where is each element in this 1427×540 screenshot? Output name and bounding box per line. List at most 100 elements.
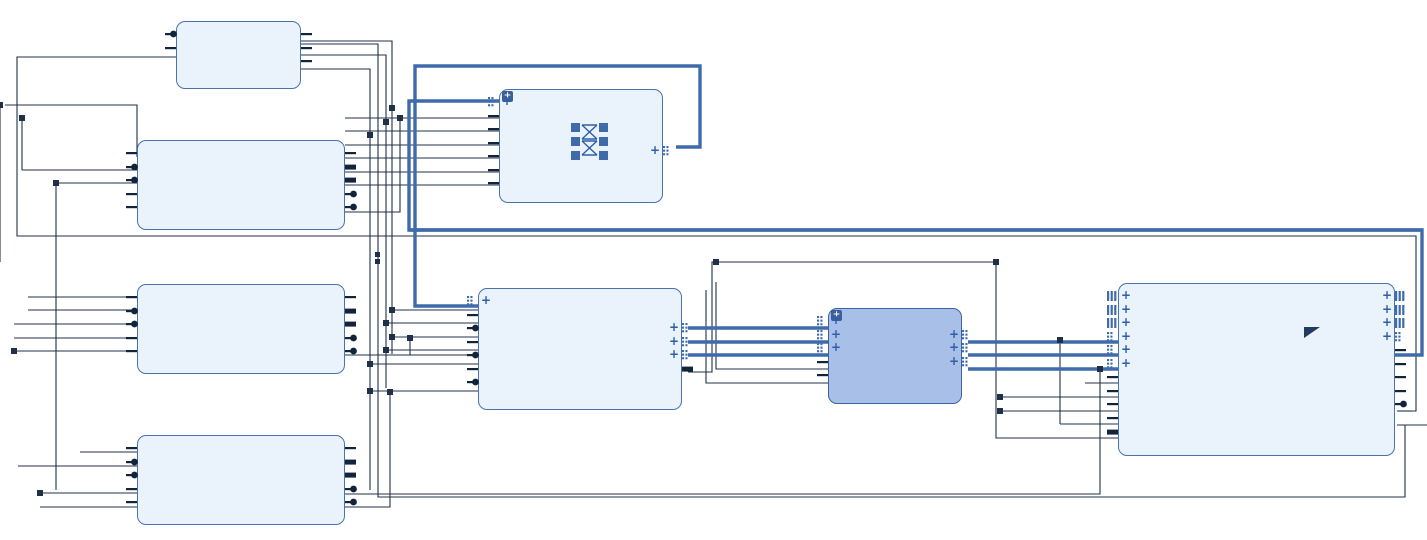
port-marker-dpu_eu_0-in-6[interactable] <box>467 377 479 387</box>
port-marker-proc_sys_reset_0-in-2[interactable] <box>126 175 138 185</box>
port-marker-proc_sys_reset_1-out-0[interactable] <box>345 292 357 302</box>
port-marker-clk_wiz_0-out-2[interactable] <box>301 56 313 66</box>
port-marker-proc_sys_reset_2-out-2[interactable] <box>345 470 357 480</box>
port-marker-processing_system7_0-in-10[interactable] <box>1107 427 1119 437</box>
port-plus-icon[interactable]: + <box>481 293 492 307</box>
port-plus-icon[interactable]: + <box>1382 328 1393 343</box>
port-marker-dpu_eu_0-in-2[interactable] <box>467 323 479 333</box>
port-marker-dpu_eu_0-out-1[interactable] <box>682 336 694 347</box>
port-marker-processing_system7_0-in-1[interactable] <box>1107 304 1119 315</box>
port-plus-icon[interactable]: + <box>669 347 680 362</box>
block-body-processing_system7_0[interactable] <box>1118 283 1395 456</box>
port-plus-icon[interactable]: + <box>831 340 842 355</box>
port-plus-icon[interactable]: + <box>1121 288 1132 302</box>
port-plus-icon[interactable]: + <box>1121 328 1132 343</box>
port-marker-proc_sys_reset_2-in-0[interactable] <box>126 443 138 453</box>
port-marker-axi_interconnect_0-in-6[interactable] <box>488 178 500 188</box>
port-marker-dpu_eu_0-out-2[interactable] <box>682 350 694 360</box>
port-marker-processing_system7_0-out-2[interactable] <box>1395 318 1407 329</box>
port-plus-icon[interactable]: + <box>1121 315 1132 330</box>
port-plus-icon[interactable]: + <box>669 333 680 348</box>
port-plus-icon[interactable]: + <box>949 340 960 355</box>
port-marker-proc_sys_reset_0-out-2[interactable] <box>345 175 357 185</box>
port-plus-icon[interactable]: + <box>1382 301 1393 316</box>
port-marker-hier_dpu_out-out-0[interactable] <box>962 329 974 340</box>
port-marker-processing_system7_0-out-8[interactable] <box>1395 399 1407 409</box>
port-marker-hier_dpu_out-in-4[interactable] <box>817 370 829 380</box>
port-marker-proc_sys_reset_1-out-2[interactable] <box>345 319 357 329</box>
port-marker-dpu_eu_0-in-5[interactable] <box>467 364 479 374</box>
port-plus-icon[interactable]: + <box>831 326 842 341</box>
port-marker-proc_sys_reset_2-in-3[interactable] <box>126 484 138 494</box>
port-marker-processing_system7_0-out-5[interactable] <box>1395 359 1407 369</box>
port-marker-proc_sys_reset_0-in-4[interactable] <box>126 202 138 212</box>
port-marker-proc_sys_reset_2-out-1[interactable] <box>345 457 357 467</box>
port-marker-processing_system7_0-in-2[interactable] <box>1107 318 1119 329</box>
port-marker-axi_interconnect_0-in-3[interactable] <box>488 138 500 148</box>
block-body-dpu_eu_0[interactable] <box>478 288 682 410</box>
block-body-proc_sys_reset_2[interactable] <box>137 435 345 525</box>
port-plus-icon[interactable]: + <box>650 142 661 157</box>
port-marker-processing_system7_0-in-3[interactable] <box>1107 331 1119 342</box>
port-marker-processing_system7_0-out-4[interactable] <box>1395 345 1407 355</box>
port-marker-processing_system7_0-in-9[interactable] <box>1107 413 1119 423</box>
port-plus-icon[interactable]: + <box>1382 315 1393 330</box>
port-marker-dpu_eu_0-out-0[interactable] <box>682 323 694 333</box>
port-plus-icon[interactable]: + <box>502 94 513 108</box>
port-marker-proc_sys_reset_2-out-4[interactable] <box>345 497 357 507</box>
port-marker-hier_dpu_out-in-2[interactable] <box>817 343 829 353</box>
port-marker-proc_sys_reset_0-in-0[interactable] <box>126 148 138 158</box>
block-body-proc_sys_reset_1[interactable] <box>137 284 345 374</box>
port-marker-hier_dpu_out-in-0[interactable] <box>817 316 829 326</box>
port-marker-hier_dpu_out-out-1[interactable] <box>962 343 974 353</box>
expand-plus-icon[interactable]: + <box>502 91 513 102</box>
port-marker-processing_system7_0-out-1[interactable] <box>1395 304 1407 315</box>
port-marker-proc_sys_reset_0-out-3[interactable] <box>345 189 357 199</box>
port-marker-processing_system7_0-in-8[interactable] <box>1107 399 1119 409</box>
block-body-hier_dpu_out[interactable] <box>828 308 962 404</box>
port-marker-processing_system7_0-out-0[interactable] <box>1395 291 1407 301</box>
expand-plus-icon[interactable]: + <box>831 310 842 321</box>
port-marker-proc_sys_reset_0-in-1[interactable] <box>126 162 138 172</box>
block-body-proc_sys_reset_0[interactable] <box>137 140 345 230</box>
port-plus-icon[interactable]: + <box>1121 301 1132 316</box>
port-marker-proc_sys_reset_1-in-4[interactable] <box>126 346 138 356</box>
port-marker-processing_system7_0-in-6[interactable] <box>1107 372 1119 382</box>
port-marker-proc_sys_reset_1-in-2[interactable] <box>126 319 138 329</box>
port-marker-clk_wiz_0-in-1[interactable] <box>165 43 177 53</box>
port-marker-clk_wiz_0-in-0[interactable] <box>165 29 177 39</box>
port-plus-icon[interactable]: + <box>1121 342 1132 357</box>
port-marker-proc_sys_reset_2-in-1[interactable] <box>126 457 138 467</box>
port-marker-proc_sys_reset_1-in-0[interactable] <box>126 292 138 302</box>
port-marker-proc_sys_reset_1-in-3[interactable] <box>126 333 138 343</box>
port-marker-proc_sys_reset_1-out-3[interactable] <box>345 333 357 343</box>
port-marker-processing_system7_0-in-5[interactable] <box>1107 358 1119 369</box>
port-marker-hier_dpu_out-in-3[interactable] <box>817 357 829 367</box>
port-marker-hier_dpu_out-in-1[interactable] <box>817 329 829 340</box>
port-marker-proc_sys_reset_0-out-1[interactable] <box>345 162 357 172</box>
port-plus-icon[interactable]: + <box>949 353 960 368</box>
port-plus-icon[interactable]: + <box>831 313 842 327</box>
port-marker-proc_sys_reset_2-in-2[interactable] <box>126 470 138 480</box>
block-body-clk_wiz_0[interactable] <box>176 21 301 89</box>
port-marker-proc_sys_reset_2-in-4[interactable] <box>126 497 138 507</box>
port-marker-proc_sys_reset_0-out-4[interactable] <box>345 202 357 212</box>
port-marker-processing_system7_0-in-4[interactable] <box>1107 345 1119 355</box>
port-marker-axi_interconnect_0-out-0[interactable] <box>663 145 675 156</box>
port-marker-hier_dpu_out-out-2[interactable] <box>962 356 974 367</box>
port-marker-processing_system7_0-out-7[interactable] <box>1395 386 1407 396</box>
port-marker-proc_sys_reset_1-out-1[interactable] <box>345 306 357 316</box>
port-marker-dpu_eu_0-in-0[interactable] <box>467 296 479 306</box>
port-marker-processing_system7_0-in-7[interactable] <box>1107 386 1119 396</box>
port-marker-clk_wiz_0-out-1[interactable] <box>301 43 313 53</box>
port-marker-axi_interconnect_0-in-4[interactable] <box>488 151 500 161</box>
port-marker-axi_interconnect_0-in-2[interactable] <box>488 124 500 134</box>
port-plus-icon[interactable]: + <box>1382 288 1393 302</box>
port-marker-axi_interconnect_0-in-5[interactable] <box>488 165 500 175</box>
port-marker-dpu_eu_0-in-3[interactable] <box>467 337 479 347</box>
port-marker-processing_system7_0-out-3[interactable] <box>1395 331 1407 342</box>
port-marker-axi_interconnect_0-in-1[interactable] <box>488 111 500 121</box>
port-marker-dpu_eu_0-in-4[interactable] <box>467 350 479 360</box>
port-marker-proc_sys_reset_2-out-3[interactable] <box>345 484 357 494</box>
